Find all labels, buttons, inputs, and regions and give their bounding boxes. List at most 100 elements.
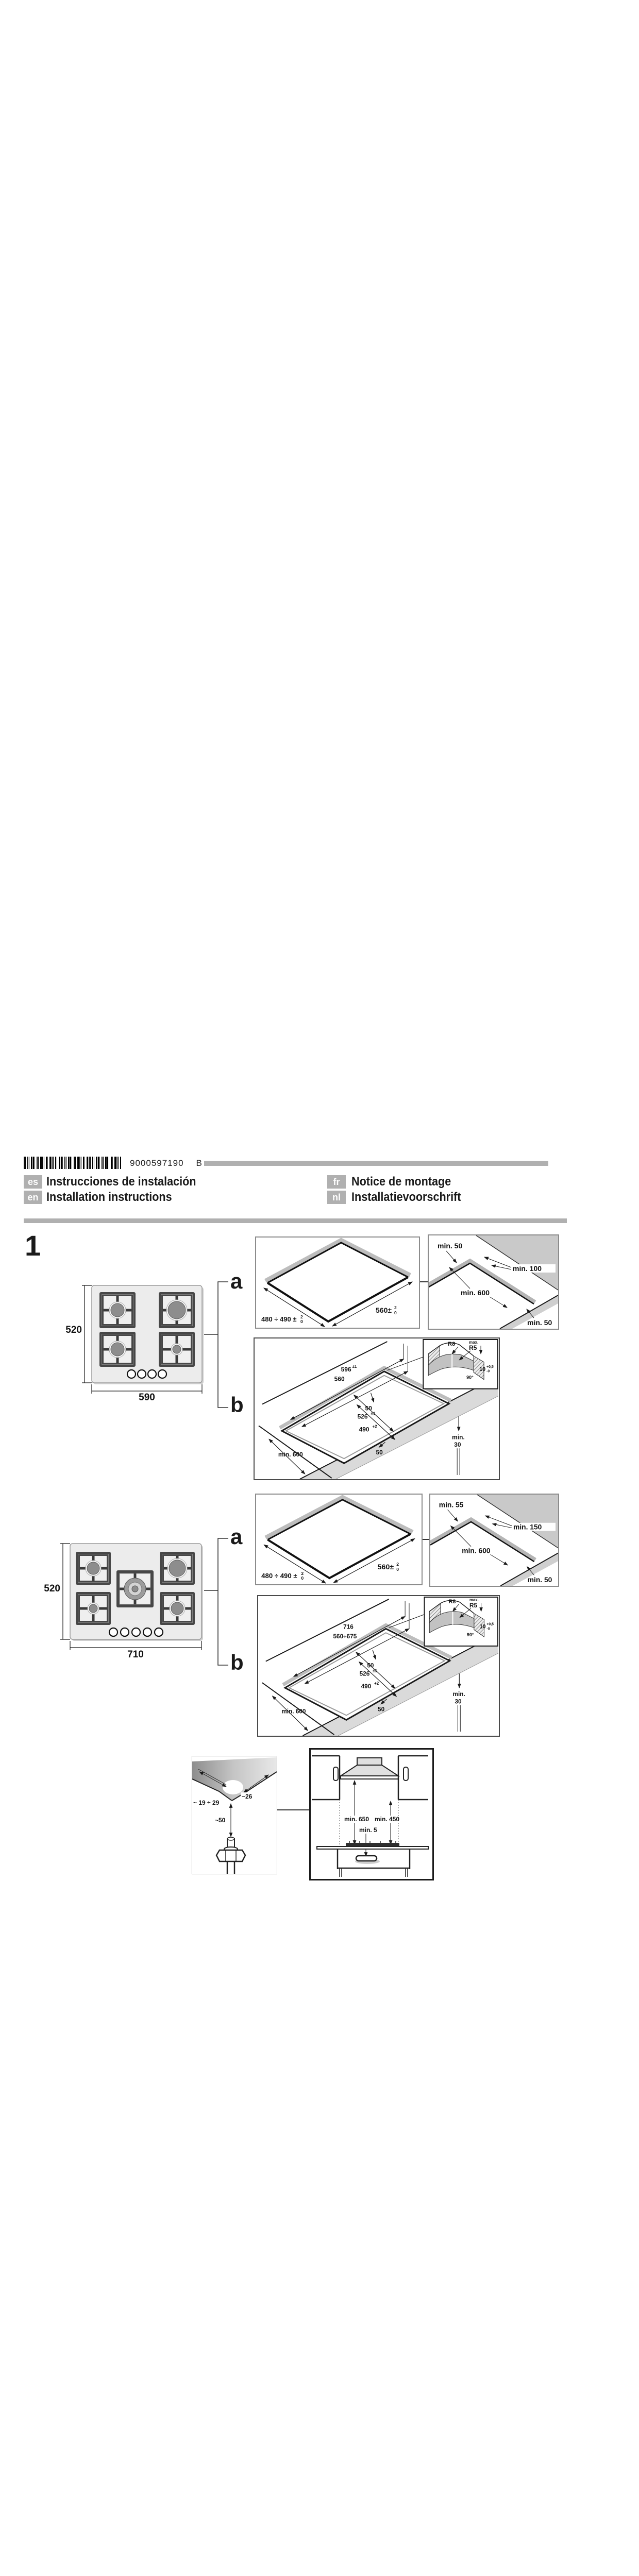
cutout-width-tol-top: 2 xyxy=(396,1562,399,1567)
hob-cross-section xyxy=(346,1841,399,1846)
base-cabinet-drawer xyxy=(337,1849,411,1877)
panel-worktop-cutout-b: 716 560÷675 50 526 ±1 490 +2 50 min. 600… xyxy=(257,1595,500,1737)
lang-badge-es: es xyxy=(24,1175,42,1189)
worktop-isometric: 596 ±1 560 50 526 ±1 490 +2 50 min. 600 … xyxy=(258,1338,499,1479)
cutout-corner-radius xyxy=(223,1780,243,1794)
detail-depth-tol-bottom: -0 xyxy=(486,1627,490,1631)
detail-radius-outer: R8 xyxy=(448,1341,455,1347)
cutout-depth-tol-bottom: 0 xyxy=(300,1319,303,1324)
detail-max-label: max. xyxy=(469,1340,478,1345)
hob-edge-band xyxy=(429,1258,536,1304)
panel-connector xyxy=(420,1281,428,1282)
variant-a-label: a xyxy=(230,1269,243,1293)
clearances-isometric: min. 55 min. 150 min. 600 min. 50 xyxy=(430,1495,558,1586)
worktop-rear-gap: 50 xyxy=(367,1662,374,1669)
panel-connector xyxy=(277,1809,309,1810)
variant-b-label: b xyxy=(230,1650,244,1674)
worktop-thickness-label: min. xyxy=(452,1433,465,1440)
worktop-overall-depth: 526 xyxy=(358,1413,368,1420)
hob-depth-label: 520 xyxy=(65,1325,82,1335)
clearance-side-label: min. 100 xyxy=(513,1264,542,1273)
clearances-isometric: min. 50 min. 100 min. 600 min. 50 xyxy=(429,1235,558,1329)
revision-code: B xyxy=(196,1158,203,1168)
clearance-front-edge-label: min. 50 xyxy=(528,1576,552,1584)
detail-depth: 10 xyxy=(480,1623,486,1630)
worktop-overall-width: 716 xyxy=(343,1623,354,1630)
cutout-depth-tol-top: 2 xyxy=(301,1571,304,1576)
cutout-depth-label: 480 ÷ 490 ± xyxy=(261,1315,297,1323)
barcode xyxy=(24,1157,122,1169)
burner-grate-left-top xyxy=(76,1552,111,1585)
detail-depth-tol-top: +0,5 xyxy=(486,1365,494,1369)
worktop-front-clearance: min. 600 xyxy=(278,1451,303,1458)
burner-grate-center-wok xyxy=(116,1570,154,1607)
extractor-hood xyxy=(339,1757,400,1780)
depth-dimension-lines xyxy=(82,1285,203,1394)
gas-corner-range-label: ~ 19 ÷ 29 xyxy=(193,1799,220,1806)
hob-depth-label: 520 xyxy=(44,1583,60,1594)
worktop-cut-width: 560 xyxy=(334,1376,345,1383)
detail-angle: 90° xyxy=(467,1632,474,1637)
hob-width-label: 590 xyxy=(139,1392,155,1401)
corner-detail-inset: R8 max. R5 10 +0,5 -0 90° xyxy=(389,1596,499,1647)
detail-depth: 10 xyxy=(479,1366,485,1372)
clearance-back-label: min. 50 xyxy=(438,1242,462,1250)
drawer-gap-label: min. 5 xyxy=(359,1826,377,1834)
cutout-width-label: 560± xyxy=(378,1563,394,1571)
cabinet-clearance-label: min. 450 xyxy=(375,1816,399,1823)
panel-hood-clearances: min. 650 min. 450 min. 5 xyxy=(309,1748,434,1880)
burner-grate-right-bottom xyxy=(160,1592,195,1625)
worktop-front-clearance: min. 600 xyxy=(281,1707,306,1715)
cutout-width-tol-bottom: 0 xyxy=(396,1567,399,1572)
worktop-cut-width: 560÷675 xyxy=(333,1633,357,1640)
cutout-isometric: 480 ÷ 490 ± 2 0 560± 2 0 xyxy=(261,1495,415,1584)
clearance-front-edge-label: min. 50 xyxy=(527,1318,552,1327)
panel-gas-connection: ~ 19 ÷ 29 ~26 ~50 xyxy=(192,1756,277,1874)
gas-pipe-fitting xyxy=(215,1837,246,1874)
worktop-side-gap: 50 xyxy=(376,1449,383,1456)
cutout-width-tol-top: 2 xyxy=(394,1305,397,1310)
worktop-isometric: 716 560÷675 50 526 ±1 490 +2 50 min. 600… xyxy=(262,1596,499,1736)
gas-connection-diagram: ~ 19 ÷ 29 ~26 ~50 xyxy=(192,1757,277,1874)
panel-cutout-dimensions-a: 480 ÷ 490 ± 2 0 560± 2 0 xyxy=(255,1236,420,1329)
hood-clearance-diagram: min. 650 min. 450 min. 5 xyxy=(312,1755,429,1877)
clearance-front-label: min. 600 xyxy=(462,1547,491,1554)
lang-badge-nl: nl xyxy=(327,1191,346,1204)
detail-radius-outer: R8 xyxy=(449,1599,456,1605)
worktop-edge-band xyxy=(264,1495,414,1540)
burner-grate-bottom-left xyxy=(99,1332,136,1367)
variant-bracket xyxy=(204,1538,228,1666)
burner-grate-left-bottom xyxy=(76,1592,111,1625)
hob-5-burner-diagram: 520 710 xyxy=(44,1543,203,1660)
depth-dimension-lines xyxy=(60,1543,202,1650)
worktop-underside xyxy=(192,1757,277,1801)
lang-badge-en: en xyxy=(24,1191,42,1204)
worktop-cut-depth-tol: +2 xyxy=(373,1424,378,1429)
worktop-thickness-label: min. xyxy=(453,1690,465,1698)
detail-max-label: max. xyxy=(469,1598,479,1602)
lang-title-es: Instrucciones de instalación xyxy=(46,1175,196,1189)
worktop-thickness-value: 30 xyxy=(455,1698,462,1705)
worktop-overall-width-tol: ±1 xyxy=(352,1364,357,1369)
lang-title-fr: Notice de montage xyxy=(351,1175,451,1189)
section-divider xyxy=(24,1218,567,1223)
worktop-thickness-value: 30 xyxy=(454,1441,461,1448)
detail-radius-inner: R5 xyxy=(469,1344,477,1351)
hood-clearance-label: min. 650 xyxy=(344,1816,369,1823)
lang-title-nl: Installatievoorschrift xyxy=(351,1190,461,1204)
burner-grate-bottom-right xyxy=(159,1332,195,1367)
clearance-back-label: min. 55 xyxy=(439,1501,464,1509)
dimension-lines xyxy=(272,1601,461,1732)
header-rule xyxy=(204,1161,548,1166)
cutout-width-tol-bottom: 0 xyxy=(394,1310,397,1315)
panel-cutout-dimensions-a: 480 ÷ 490 ± 2 0 560± 2 0 xyxy=(255,1494,423,1585)
figure-number: 1 xyxy=(25,1229,41,1262)
clearance-side-label: min. 150 xyxy=(513,1523,542,1531)
clearance-front-label: min. 600 xyxy=(461,1289,490,1297)
detail-radius-inner: R5 xyxy=(469,1602,477,1609)
burner-grate-top-left xyxy=(99,1292,136,1328)
hob-width-label: 710 xyxy=(127,1649,144,1660)
variant-a-label: a xyxy=(230,1524,243,1549)
